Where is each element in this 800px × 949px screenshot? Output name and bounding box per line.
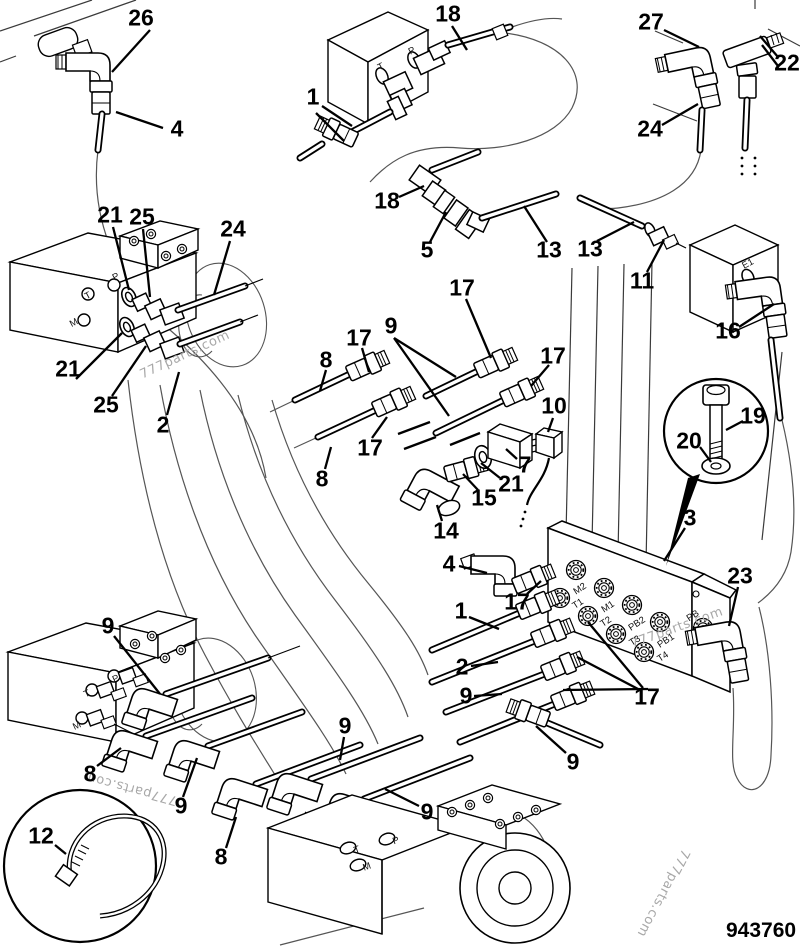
callout-label-9: 9: [174, 792, 188, 819]
leader-lines: [54, 25, 779, 855]
callout-label-8: 8: [315, 465, 329, 492]
e1-block-assembly: [688, 224, 789, 422]
mid-hose-chain: [408, 148, 687, 250]
callout-label-9: 9: [338, 712, 352, 739]
callout-label-8: 8: [83, 760, 97, 787]
callout-label-17: 17: [346, 324, 372, 351]
callout-label-4: 4: [170, 115, 184, 142]
manifold-assembly: [428, 520, 773, 791]
callout-label-17: 17: [449, 274, 475, 301]
callout-label-13: 13: [577, 235, 603, 262]
callout-label-1: 1: [306, 83, 320, 110]
callout-label-20: 20: [676, 427, 702, 454]
callout-label-23: 23: [727, 562, 753, 589]
callout-label-9: 9: [566, 748, 580, 775]
callout-label-14: 14: [433, 517, 459, 544]
callout-label-2: 2: [455, 653, 469, 680]
callout-label-19: 19: [740, 402, 766, 429]
callout-label-4: 4: [442, 550, 456, 577]
detail-circle-cable-tie: [2, 788, 167, 944]
callout-label-17: 17: [504, 588, 530, 615]
callout-label-7: 7: [518, 451, 532, 478]
callout-label-5: 5: [420, 236, 434, 263]
callout-label-8: 8: [319, 346, 333, 373]
callout-label-21: 21: [498, 470, 524, 497]
callout-label-24: 24: [220, 215, 246, 242]
callout-label-8: 8: [214, 843, 228, 870]
callout-label-21: 21: [97, 201, 123, 228]
top-right-assembly: [655, 32, 785, 176]
callout-label-18: 18: [374, 187, 400, 214]
part-number: 943760: [726, 919, 797, 942]
callout-label-22: 22: [774, 49, 800, 76]
callout-label-9: 9: [420, 798, 434, 825]
top-left-elbow-assembly: [37, 26, 112, 154]
upper-left-valve-assembly: [7, 220, 268, 368]
callout-label-16: 16: [715, 317, 741, 344]
callout-label-2: 2: [156, 411, 170, 438]
top-manifold-box: [296, 11, 514, 162]
center-hose-group: [291, 343, 546, 451]
callout-label-17: 17: [357, 434, 383, 461]
hose-continuation-dots: [740, 156, 757, 176]
callout-label-13: 13: [536, 236, 562, 263]
detail-circle-bolt: [662, 377, 770, 566]
callout-label-25: 25: [93, 391, 119, 418]
callout-label-11: 11: [629, 267, 655, 294]
callout-label-24: 24: [637, 115, 663, 142]
bottom-cylinder-assembly: [265, 695, 604, 944]
callout-label-26: 26: [128, 4, 154, 31]
callout-label-17: 17: [540, 342, 566, 369]
bottom-elbow-row: [101, 645, 474, 846]
callout-label-18: 18: [435, 0, 461, 27]
callout-label-27: 27: [638, 8, 664, 35]
solenoid-assembly: [400, 423, 564, 528]
callout-label-1: 1: [454, 597, 468, 624]
callout-label-3: 3: [683, 504, 697, 531]
callout-label-10: 10: [541, 392, 567, 419]
callout-label-15: 15: [471, 484, 497, 511]
callout-label-12: 12: [28, 822, 54, 849]
callout-label-21: 21: [55, 355, 81, 382]
callout-label-25: 25: [129, 203, 155, 230]
callout-label-17: 17: [634, 683, 660, 710]
callout-label-9: 9: [101, 612, 115, 639]
lower-left-valve-assembly: [5, 610, 257, 744]
callout-label-9: 9: [459, 682, 473, 709]
callout-label-9: 9: [384, 312, 398, 339]
